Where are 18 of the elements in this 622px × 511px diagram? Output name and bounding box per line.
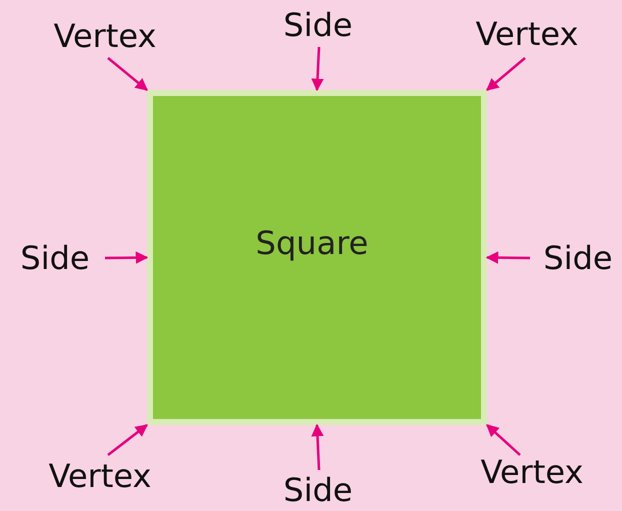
square-shape xyxy=(147,90,487,425)
arrow xyxy=(104,251,148,264)
part-label: Vertex xyxy=(480,456,584,488)
arrow xyxy=(311,46,324,92)
arrow xyxy=(311,424,324,470)
part-label: Side xyxy=(283,9,353,41)
arrow xyxy=(107,424,148,456)
part-label: Side xyxy=(20,242,90,274)
part-label: Vertex xyxy=(48,460,152,492)
arrow xyxy=(486,251,530,264)
part-label: Vertex xyxy=(54,20,156,52)
part-label: Vertex xyxy=(476,18,578,50)
part-label: Side xyxy=(283,474,353,506)
part-label: Side xyxy=(543,242,613,274)
arrow xyxy=(107,57,148,91)
arrow xyxy=(486,57,526,91)
shape-label: Square xyxy=(256,222,368,264)
arrow xyxy=(486,424,521,456)
